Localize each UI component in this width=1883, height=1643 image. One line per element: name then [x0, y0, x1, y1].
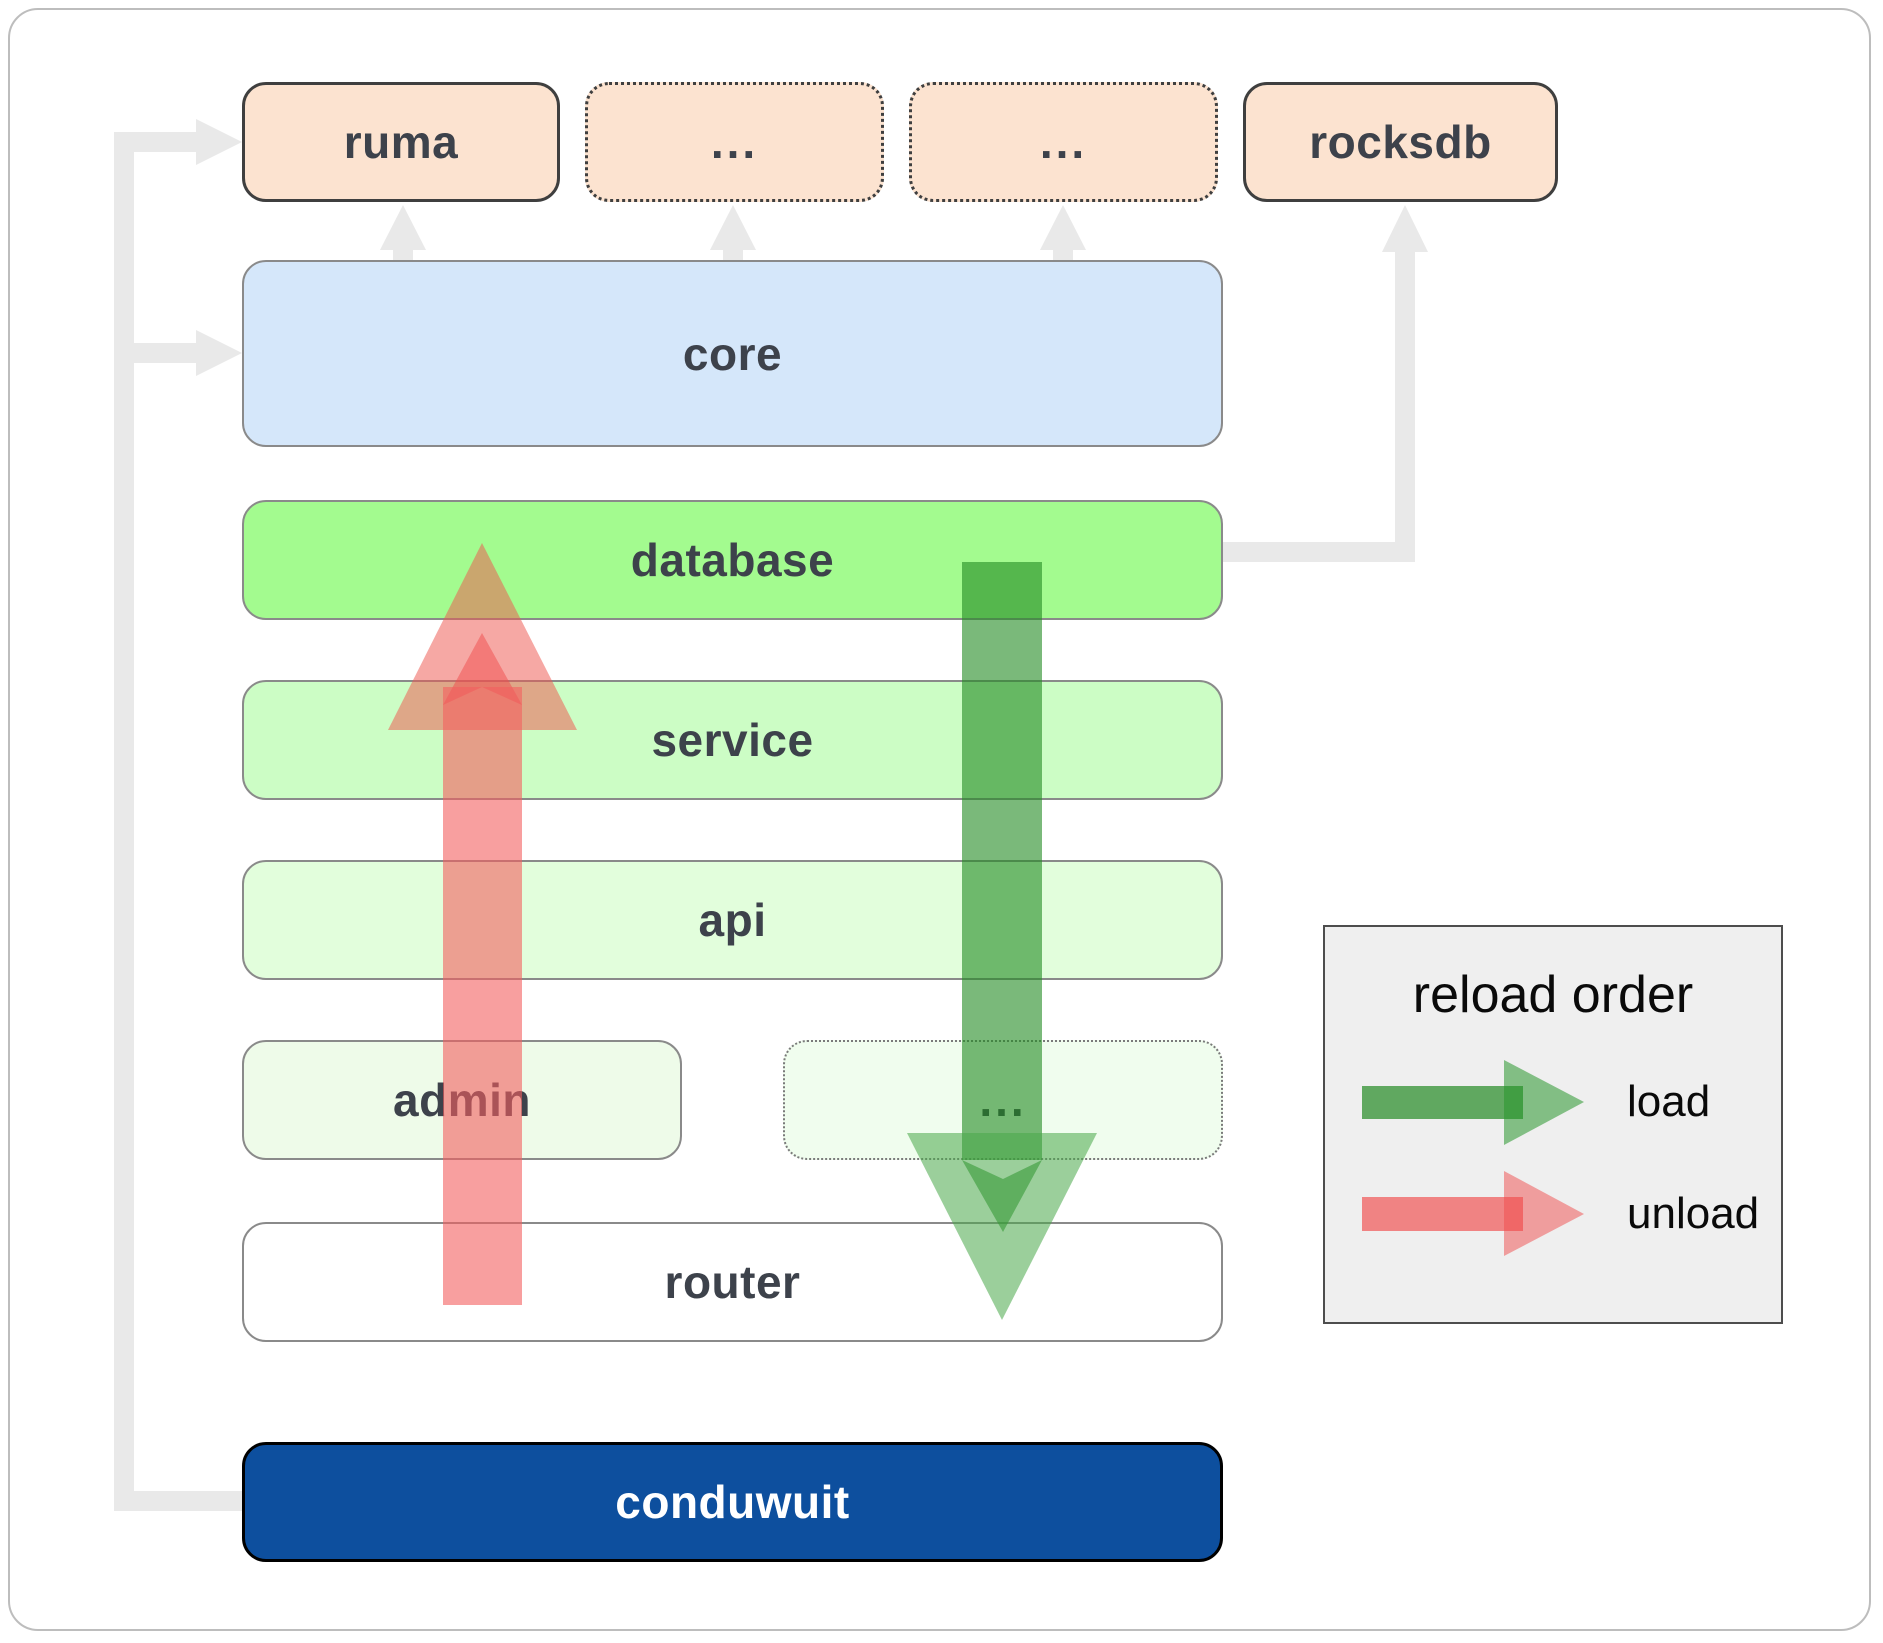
connector-core-dots1	[723, 248, 743, 262]
arrowhead-into-core-icon	[196, 330, 242, 376]
connector-core-dots2	[1053, 248, 1073, 262]
node-database-label: database	[630, 534, 835, 586]
node-api-label: api	[698, 894, 767, 946]
legend-unload-arrow-shaft-icon	[1362, 1197, 1523, 1231]
legend-load-arrow-head-icon	[1504, 1060, 1584, 1145]
connector-conduwuit-elbow	[114, 132, 242, 1511]
legend-load-arrow-shaft-icon	[1362, 1086, 1523, 1119]
legend-unload-label: unload	[1627, 1189, 1760, 1238]
arrowhead-core-ruma-icon	[380, 205, 426, 250]
node-router: router	[242, 1222, 1223, 1342]
legend-unload-arrow-head-icon	[1504, 1171, 1584, 1256]
node-conduwuit: conduwuit	[242, 1442, 1223, 1562]
legend-title: reload order	[1412, 966, 1694, 1024]
arrowhead-database-rocksdb-icon	[1382, 205, 1428, 252]
load-arrow-shaft	[962, 562, 1042, 1160]
arrowhead-core-dots2-icon	[1040, 205, 1086, 250]
arrowhead-core-dots1-icon	[710, 205, 756, 250]
node-database: database	[242, 500, 1223, 620]
node-conduwuit-label: conduwuit	[615, 1476, 850, 1528]
node-router-label: router	[664, 1256, 801, 1308]
node-ruma: ruma	[242, 82, 560, 202]
node-top-ellipsis-1: ...	[585, 82, 884, 202]
node-service-label: service	[651, 714, 814, 766]
node-service: service	[242, 680, 1223, 800]
load-arrow-head-icon	[907, 1133, 1097, 1320]
node-rocksdb: rocksdb	[1243, 82, 1558, 202]
legend-load-label: load	[1627, 1077, 1711, 1126]
connector-database-rocksdb	[1223, 250, 1415, 562]
node-top-ellipsis-2-label: ...	[1039, 116, 1088, 168]
node-api: api	[242, 860, 1223, 980]
node-top-ellipsis-1-label: ...	[710, 116, 759, 168]
legend-box: reload order	[1323, 925, 1783, 1324]
node-core: core	[242, 260, 1223, 447]
node-ruma-label: ruma	[343, 116, 459, 168]
node-core-label: core	[682, 327, 783, 380]
node-top-ellipsis-2: ...	[909, 82, 1218, 202]
connector-core-ruma	[393, 248, 413, 262]
arrowhead-into-ruma-icon	[196, 119, 242, 165]
node-rocksdb-label: rocksdb	[1309, 116, 1492, 168]
unload-arrow-shaft	[443, 687, 522, 1305]
